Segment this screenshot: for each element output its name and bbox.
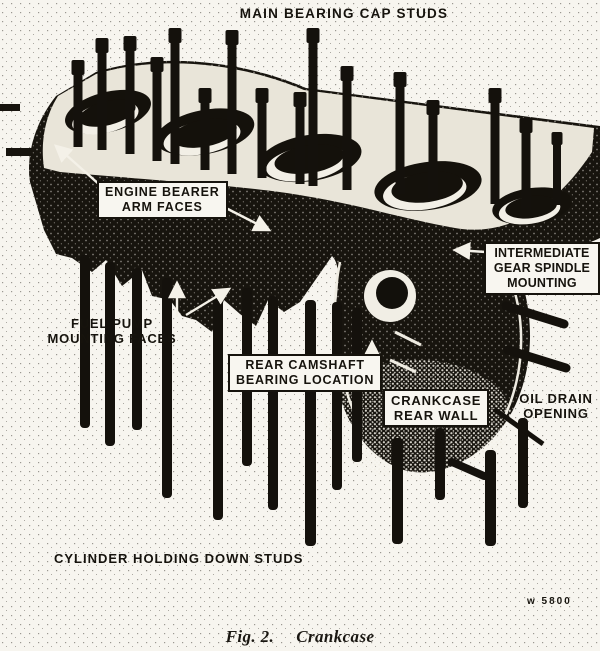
label-line: GEAR SPINDLE bbox=[493, 261, 591, 275]
figure-caption: Fig. 2. Crankcase bbox=[0, 627, 600, 647]
label-line: ARM FACES bbox=[121, 200, 203, 214]
label-line: MOUNTING bbox=[507, 276, 577, 290]
cylinder-holding-down-studs bbox=[80, 255, 528, 546]
arrow-intermediate-gear bbox=[452, 242, 487, 260]
label-line: REAR WALL bbox=[393, 408, 479, 423]
callout-box-rear-camshaft-bearing-location: REAR CAMSHAFT BEARING LOCATION bbox=[228, 354, 383, 392]
label-main-bearing-cap-studs: MAIN BEARING CAP STUDS bbox=[239, 6, 449, 21]
right-side-studs bbox=[448, 301, 571, 480]
label-line: BEARING LOCATION bbox=[236, 373, 375, 387]
label-line: CRANKCASE bbox=[391, 393, 482, 408]
callout-box-engine-bearer-arm-faces: ENGINE BEARER ARM FACES bbox=[97, 181, 228, 219]
main-bearing-cap-studs bbox=[71, 28, 563, 210]
figure-caption-title: Crankcase bbox=[296, 627, 375, 646]
figure-caption-number: Fig. 2. bbox=[225, 627, 275, 646]
label-line: INTERMEDIATE bbox=[494, 246, 590, 260]
label-line: REAR CAMSHAFT bbox=[245, 358, 365, 372]
left-edge-stud bbox=[0, 104, 20, 111]
left-edge-stud bbox=[6, 148, 32, 156]
callout-box-intermediate-gear-spindle-mounting: INTERMEDIATE GEAR SPINDLE MOUNTING bbox=[484, 242, 600, 295]
leader-oil-drain bbox=[492, 406, 545, 447]
label-cylinder-holding-down-studs: CYLINDER HOLDING DOWN STUDS bbox=[54, 551, 304, 566]
label-fuel-pump-mounting-faces: FUEL PUMP MOUNTING FACES bbox=[36, 316, 188, 346]
label-line: OIL DRAIN bbox=[519, 391, 593, 406]
label-line: ENGINE BEARER bbox=[105, 185, 220, 199]
label-line: FUEL PUMP bbox=[70, 316, 154, 331]
drawing-number: w 5800 bbox=[527, 596, 572, 607]
callout-box-crankcase-rear-wall: CRANKCASE REAR WALL bbox=[383, 389, 490, 427]
arrow-fuel-pump-2 bbox=[185, 287, 232, 317]
label-line: MOUNTING FACES bbox=[47, 331, 177, 346]
label-line: OPENING bbox=[523, 406, 589, 421]
label-oil-drain-opening: OIL DRAIN OPENING bbox=[512, 391, 600, 421]
